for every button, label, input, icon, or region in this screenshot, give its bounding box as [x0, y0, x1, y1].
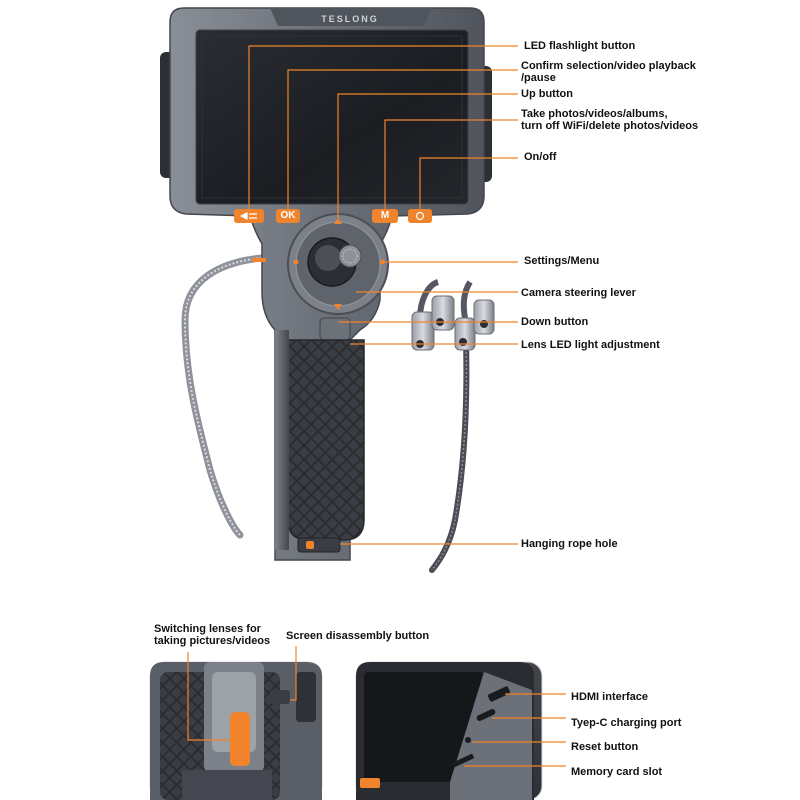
callout-down-button: Down button: [521, 316, 589, 328]
up-button[interactable]: [334, 218, 342, 224]
handle-side: [275, 330, 289, 550]
callout-typec: Tyep-C charging port: [571, 717, 682, 729]
probe-cable-right: [429, 337, 470, 573]
leader-lines: [187, 45, 566, 767]
callout-reset: Reset button: [571, 741, 639, 753]
screen-disassembly-button[interactable]: [270, 690, 290, 704]
callout-lens-led: Lens LED light adjustment: [521, 339, 660, 351]
power-button[interactable]: [408, 209, 432, 223]
flexible-cable-left: [181, 254, 266, 539]
callout-hanging-rope: Hanging rope hole: [521, 538, 618, 550]
down-button[interactable]: [334, 304, 342, 310]
memory-card-slot: [452, 753, 474, 768]
lens-led-wheel[interactable]: [319, 317, 351, 341]
callout-screen-disassembly: Screen disassembly button: [286, 630, 430, 642]
ok-button-label: OK: [280, 210, 296, 221]
typec-port: [476, 709, 496, 721]
device-screen: [195, 29, 469, 205]
callout-up-button: Up button: [521, 88, 573, 100]
m-button-label: M: [380, 210, 390, 221]
lens-switch-button[interactable]: [230, 712, 250, 766]
callout-settings-menu: Settings/Menu: [524, 255, 600, 267]
handle-accent: [252, 258, 266, 262]
left-dial-marker: [293, 259, 299, 265]
m-button[interactable]: [372, 209, 398, 223]
logo-plate: [270, 8, 432, 26]
callout-hdmi: HDMI interface: [571, 691, 649, 703]
callout-confirm-line2: /pause: [521, 72, 556, 84]
callout-memory-card: Memory card slot: [571, 766, 663, 778]
callout-on-off: On/off: [524, 151, 557, 163]
ok-button[interactable]: [276, 209, 300, 223]
callout-switching-lenses-line2: taking pictures/videos: [154, 635, 271, 647]
brand-logo: TESLONG: [321, 14, 379, 24]
callout-camera-steering: Camera steering lever: [521, 287, 636, 299]
callout-led-flashlight: LED flashlight button: [524, 40, 636, 52]
callout-confirm-line1: Confirm selection/video playback: [521, 60, 696, 72]
led-flashlight-button[interactable]: [234, 209, 264, 223]
flashlight-icon: [239, 212, 257, 220]
hanging-rope-hole: [297, 537, 341, 553]
callout-take-photos-line2: turn off WiFi/delete photos/videos: [521, 120, 699, 132]
power-icon: [415, 211, 425, 221]
hdmi-port: [487, 686, 511, 702]
callout-switching-lenses-line1: Switching lenses for: [154, 623, 261, 635]
grip-handle: [287, 339, 365, 541]
callout-take-photos-line1: Take photos/videos/albums,: [521, 108, 668, 120]
reset-button[interactable]: [465, 737, 471, 743]
